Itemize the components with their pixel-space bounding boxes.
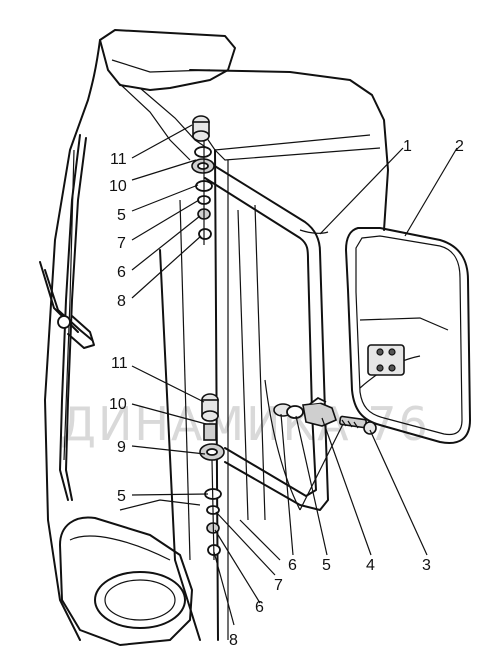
- callout-3: 3: [422, 557, 431, 574]
- callout-5-right: 5: [322, 557, 331, 574]
- callout-10-bottom: 10: [109, 396, 127, 413]
- callout-labels: 11 10 5 7 6 8 1 2 11 10 9 5 6 5 4 3 7 6 …: [109, 138, 464, 649]
- callout-11-top: 11: [110, 151, 127, 168]
- mirror-bracket-tube: [204, 159, 329, 511]
- callout-7-bottom: 7: [274, 577, 283, 594]
- upper-pivot-stack: [191, 115, 215, 245]
- callout-1: 1: [403, 138, 412, 155]
- callout-11-bottom: 11: [111, 355, 128, 372]
- wiper-blade: [39, 134, 95, 501]
- callout-8-bottom: 8: [229, 632, 238, 649]
- lower-pivot-stack: [199, 393, 225, 561]
- callout-6-right: 6: [288, 557, 297, 574]
- lower-corner-housing: [59, 499, 201, 646]
- callout-6-top: 6: [117, 264, 126, 281]
- callout-10-top: 10: [109, 178, 127, 195]
- callout-7-top: 7: [117, 235, 126, 252]
- callout-6-bottom: 6: [255, 599, 264, 616]
- callout-4: 4: [366, 557, 375, 574]
- callout-2: 2: [455, 138, 464, 155]
- callout-8-top: 8: [117, 293, 126, 310]
- callout-5-bottom: 5: [117, 488, 126, 505]
- cab-body: [44, 29, 389, 641]
- callout-5-top: 5: [117, 207, 126, 224]
- leader-lines: [131, 124, 458, 626]
- callout-9: 9: [117, 439, 126, 456]
- clamp-hardware: [273, 396, 377, 435]
- mirror-head: [345, 227, 471, 444]
